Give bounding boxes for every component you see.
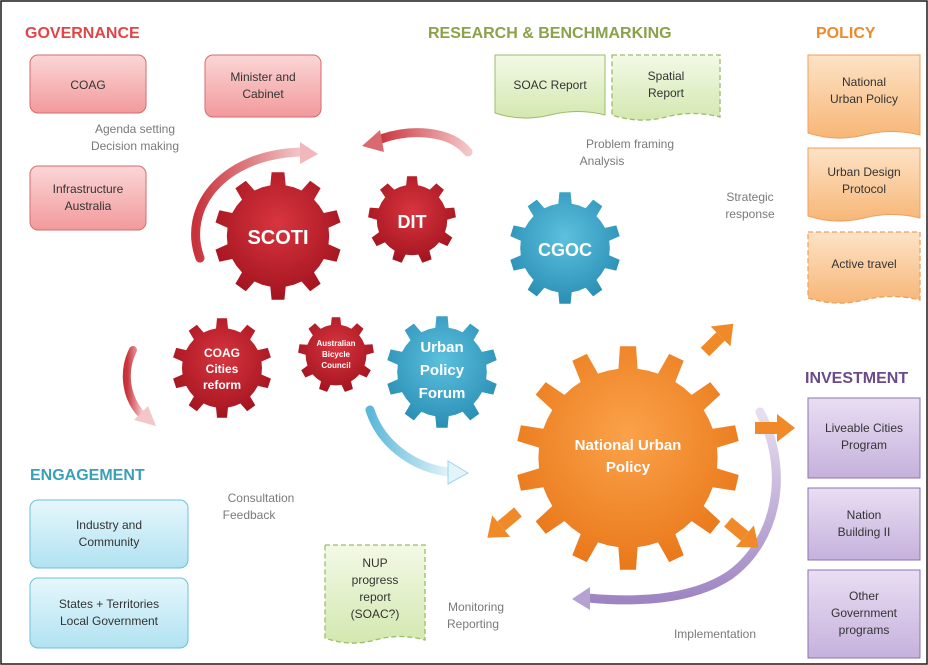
gear-australian-bicycle-council [298,317,374,392]
nup-progress-report-doc: NUP progress report (SOAC?) [324,544,426,644]
problem-note-line1: Problem framing [586,137,674,151]
implementation-note: Implementation [674,627,756,641]
nup-doc-line1: National [842,75,886,89]
abc-line1: Australian [316,339,355,348]
governance-title: GOVERNANCE [25,25,140,42]
problem-note-line2: Analysis [580,154,625,168]
coag-box: COAG [29,54,147,114]
nup-report-line2: progress [352,573,399,587]
nup-report-line1: NUP [362,556,387,570]
consult-note-line1: Consultation [228,491,295,505]
agenda-note-line1: Agenda setting [95,122,175,136]
coag-reform-arrow [122,346,156,426]
lcp-line2: Program [841,438,887,452]
minister-cabinet-box: Minister and Cabinet [204,54,322,118]
abc-line2: Bicycle [322,350,351,359]
gear-cgoc [510,192,620,304]
scoti-label: SCOTI [247,227,308,249]
coag-gear-line1: COAG [204,346,240,360]
soac-report-doc: SOAC Report [494,54,606,119]
dit-label: DIT [398,212,427,232]
national-urban-policy-doc: National Urban Policy [807,54,921,139]
investment-title: INVESTMENT [805,370,908,387]
orange-arrows [487,323,795,548]
spatial-label-line1: Spatial [648,69,685,83]
monitor-note-line1: Monitoring [448,600,504,614]
consult-note-line2: Feedback [223,508,277,522]
lcp-line1: Liveable Cities [825,421,903,435]
upf-line1: Urban [420,339,463,356]
gear-national-urban-policy [517,346,739,570]
states-territories-box: States + Territories Local Government [29,577,189,649]
ic-line2: Community [79,535,140,549]
nb-line2: Building II [838,525,891,539]
ogp-line3: programs [839,623,890,637]
coag-label: COAG [70,78,105,92]
cgoc-label: CGOC [538,240,592,260]
ogp-line1: Other [849,589,879,603]
infrastructure-australia-box: Infrastructure Australia [29,165,147,231]
st-line2: Local Government [60,614,159,628]
gear-coag-cities-reform [173,318,271,418]
nup-doc-line2: Urban Policy [830,92,898,106]
spatial-label-line2: Report [648,86,685,100]
urban-design-protocol-doc: Urban Design Protocol [807,147,921,222]
policy-title: POLICY [816,25,876,42]
ogp-line2: Government [831,606,898,620]
minister-label-line1: Minister and [230,70,295,84]
gear-urban-policy-forum [387,316,497,428]
nup-report-line3: report [359,590,391,604]
nup-gear-line1: National Urban [575,437,682,454]
monitor-note-line2: Reporting [447,617,499,631]
agenda-arrow [191,142,318,263]
gear-dit [368,176,456,263]
active-travel-label: Active travel [831,257,896,271]
agenda-note-line2: Decision making [91,139,179,153]
industry-community-box: Industry and Community [29,499,189,569]
soac-label: SOAC Report [513,78,587,92]
infra-label-line2: Australia [65,199,112,213]
liveable-cities-box: Liveable Cities Program [807,397,921,479]
coag-gear-line2: Cities [206,362,239,376]
gear-scoti [215,172,341,300]
udp-doc-line1: Urban Design [827,165,900,179]
engagement-title: ENGAGEMENT [30,467,145,484]
strategic-note-line2: response [725,207,775,221]
implementation-arrow [572,407,781,610]
active-travel-doc: Active travel [807,231,921,304]
nation-building-box: Nation Building II [807,487,921,561]
infra-label-line1: Infrastructure [53,182,124,196]
nb-line1: Nation [847,508,882,522]
strategic-note-line1: Strategic [726,190,773,204]
udp-doc-line2: Protocol [842,182,886,196]
coag-gear-line3: reform [203,378,241,392]
abc-line3: Council [321,361,350,370]
upf-line2: Policy [420,362,465,379]
other-programs-box: Other Government programs [807,569,921,659]
consultation-arrow [365,405,470,485]
st-line1: States + Territories [59,597,159,611]
nup-gear-line2: Policy [606,459,651,476]
spatial-report-doc: Spatial Report [611,54,721,121]
nup-report-line4: (SOAC?) [351,607,400,621]
minister-label-line2: Cabinet [242,87,284,101]
problem-framing-arrow [362,128,473,157]
upf-line3: Forum [419,385,466,402]
ic-line1: Industry and [76,518,142,532]
research-title: RESEARCH & BENCHMARKING [428,25,672,42]
